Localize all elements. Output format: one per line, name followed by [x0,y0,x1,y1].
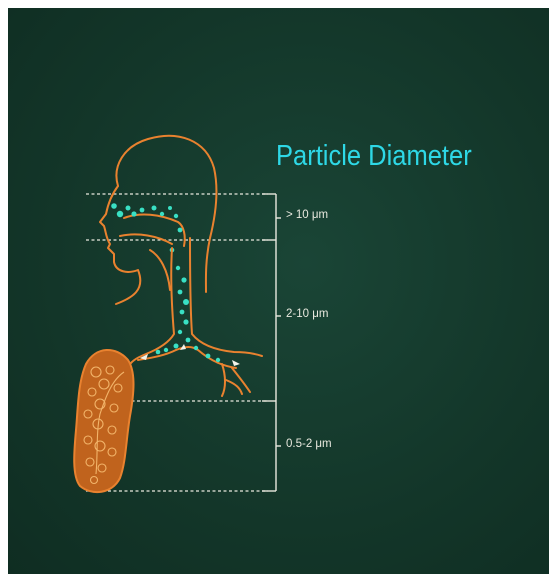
particle [117,211,123,217]
band-label-fine: 0.5-2 μm [286,438,332,450]
particle [156,350,161,355]
particle [131,211,136,216]
size-bracket [262,194,281,491]
jaw-line [150,250,170,290]
band-label-medium: 2-10 μm [286,308,328,320]
lung-lobe [74,350,133,492]
arrow-center [180,344,186,350]
head-outline [100,136,217,304]
arrow-right [232,360,240,366]
particle [180,310,185,315]
particle [206,354,211,359]
airway-outline [128,238,262,396]
diagram-title: Particle Diameter [276,140,472,173]
lung [74,350,133,492]
particle [152,206,157,211]
particle [194,346,198,350]
particle [178,330,182,334]
palate-line [124,215,185,246]
right-bronchi [176,347,250,396]
particle [181,277,186,282]
particle [111,203,117,209]
particle [164,348,168,352]
particle [126,206,131,211]
band-label-large: > 10 μm [286,209,328,221]
particle [176,266,180,270]
particle [178,228,183,233]
particle [168,206,172,210]
particle [186,338,191,343]
particle [160,212,164,216]
face-profile [100,186,140,304]
particle [178,290,183,295]
tongue-line [120,234,172,244]
particle [174,344,179,349]
particle [183,299,189,305]
particle [183,319,188,324]
particle [140,208,145,213]
particle [216,358,220,362]
trachea-right-wall [190,238,262,356]
particle [174,214,178,218]
